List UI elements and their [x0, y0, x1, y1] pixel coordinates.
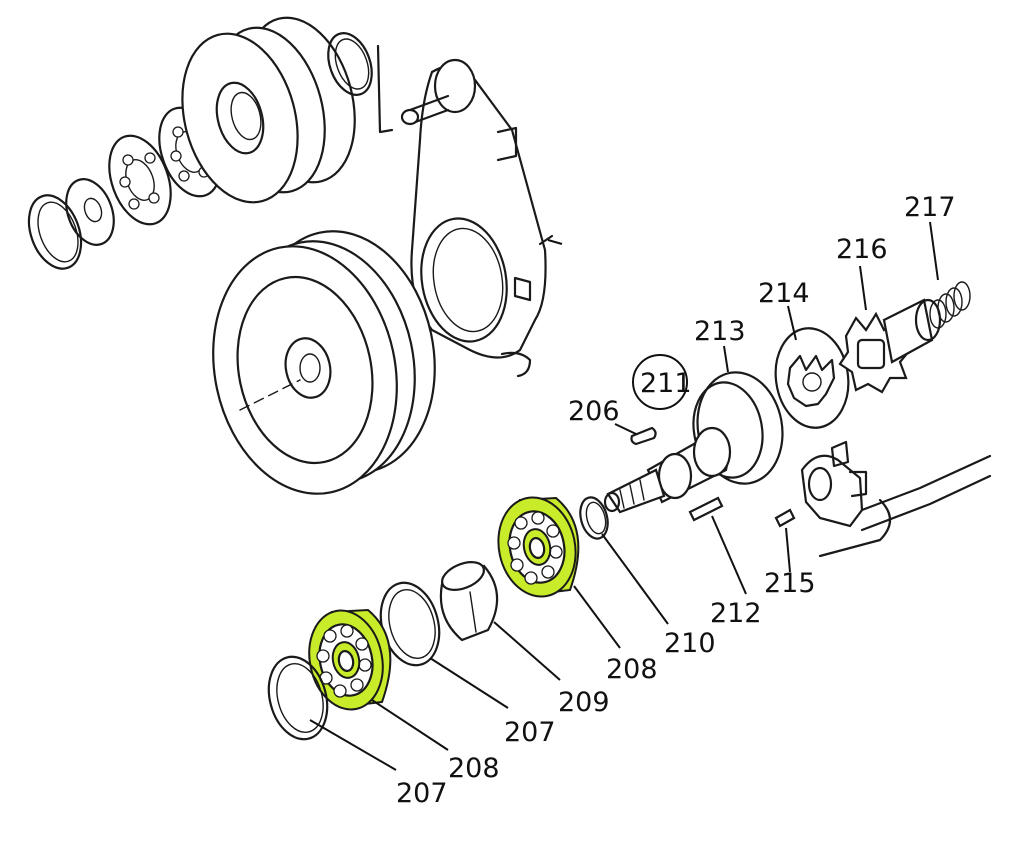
- bearing-208-lower: [308, 608, 392, 711]
- leader-lines: [309, 221, 939, 771]
- label-211: 211: [640, 368, 692, 399]
- flange-shaft-213: [603, 371, 784, 514]
- label-216: 216: [836, 234, 888, 265]
- sleeve-209: [439, 561, 499, 642]
- swing-arm: [400, 58, 554, 378]
- label-207-middle: 207: [504, 717, 556, 748]
- label-206: 206: [568, 396, 620, 427]
- label-207-lower: 207: [396, 778, 448, 809]
- part-labels: 206 207 208 207 209 208 210 211 212 213 …: [396, 192, 956, 809]
- label-208-upper: 208: [606, 654, 658, 685]
- bearing-208-upper: [497, 496, 580, 598]
- label-217: 217: [904, 192, 956, 223]
- large-pulley: [212, 230, 436, 495]
- label-212: 212: [710, 598, 762, 629]
- key-206: [630, 426, 657, 446]
- label-208-lower: 208: [448, 753, 500, 784]
- label-214: 214: [758, 278, 810, 309]
- label-213: 213: [694, 316, 746, 347]
- label-215: 215: [764, 568, 816, 599]
- pump-assembly: [774, 281, 971, 429]
- pin-215: [774, 508, 796, 528]
- pin-212: [688, 496, 724, 522]
- callout-circle-211: [632, 354, 688, 410]
- label-209: 209: [558, 687, 610, 718]
- circlip-210: [579, 496, 609, 540]
- circlip-207-lower: [267, 655, 329, 741]
- label-210: 210: [664, 628, 716, 659]
- right-bracket: [800, 440, 992, 558]
- upper-pulley-assembly: [27, 16, 394, 270]
